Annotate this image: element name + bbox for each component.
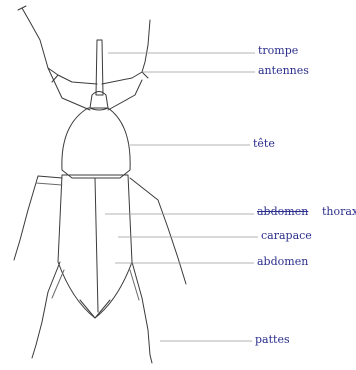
leg-middle-left <box>14 176 62 260</box>
antenna-left <box>48 68 97 84</box>
trompe-shape <box>96 40 103 95</box>
elytra-tip <box>80 300 110 318</box>
pronotum-shape <box>62 108 130 178</box>
label-tete: tête <box>253 137 275 150</box>
label-abdomen-struck: abdomen <box>257 205 308 218</box>
label-carapace: carapace <box>261 229 312 242</box>
head-shape <box>90 92 108 111</box>
elytra-suture <box>95 178 98 312</box>
label-trompe: trompe <box>258 44 298 57</box>
label-antennes: antennes <box>258 64 309 77</box>
label-abdomen: abdomen <box>257 255 308 268</box>
leg-hind-left <box>32 262 60 358</box>
leg-front-right <box>108 80 142 110</box>
label-thorax: thorax <box>322 205 356 218</box>
label-pattes: pattes <box>255 333 290 346</box>
leg-front-left <box>18 6 90 110</box>
leg-middle-right <box>130 178 186 284</box>
antenna-right <box>102 20 150 84</box>
leg-hind-right <box>132 262 152 363</box>
